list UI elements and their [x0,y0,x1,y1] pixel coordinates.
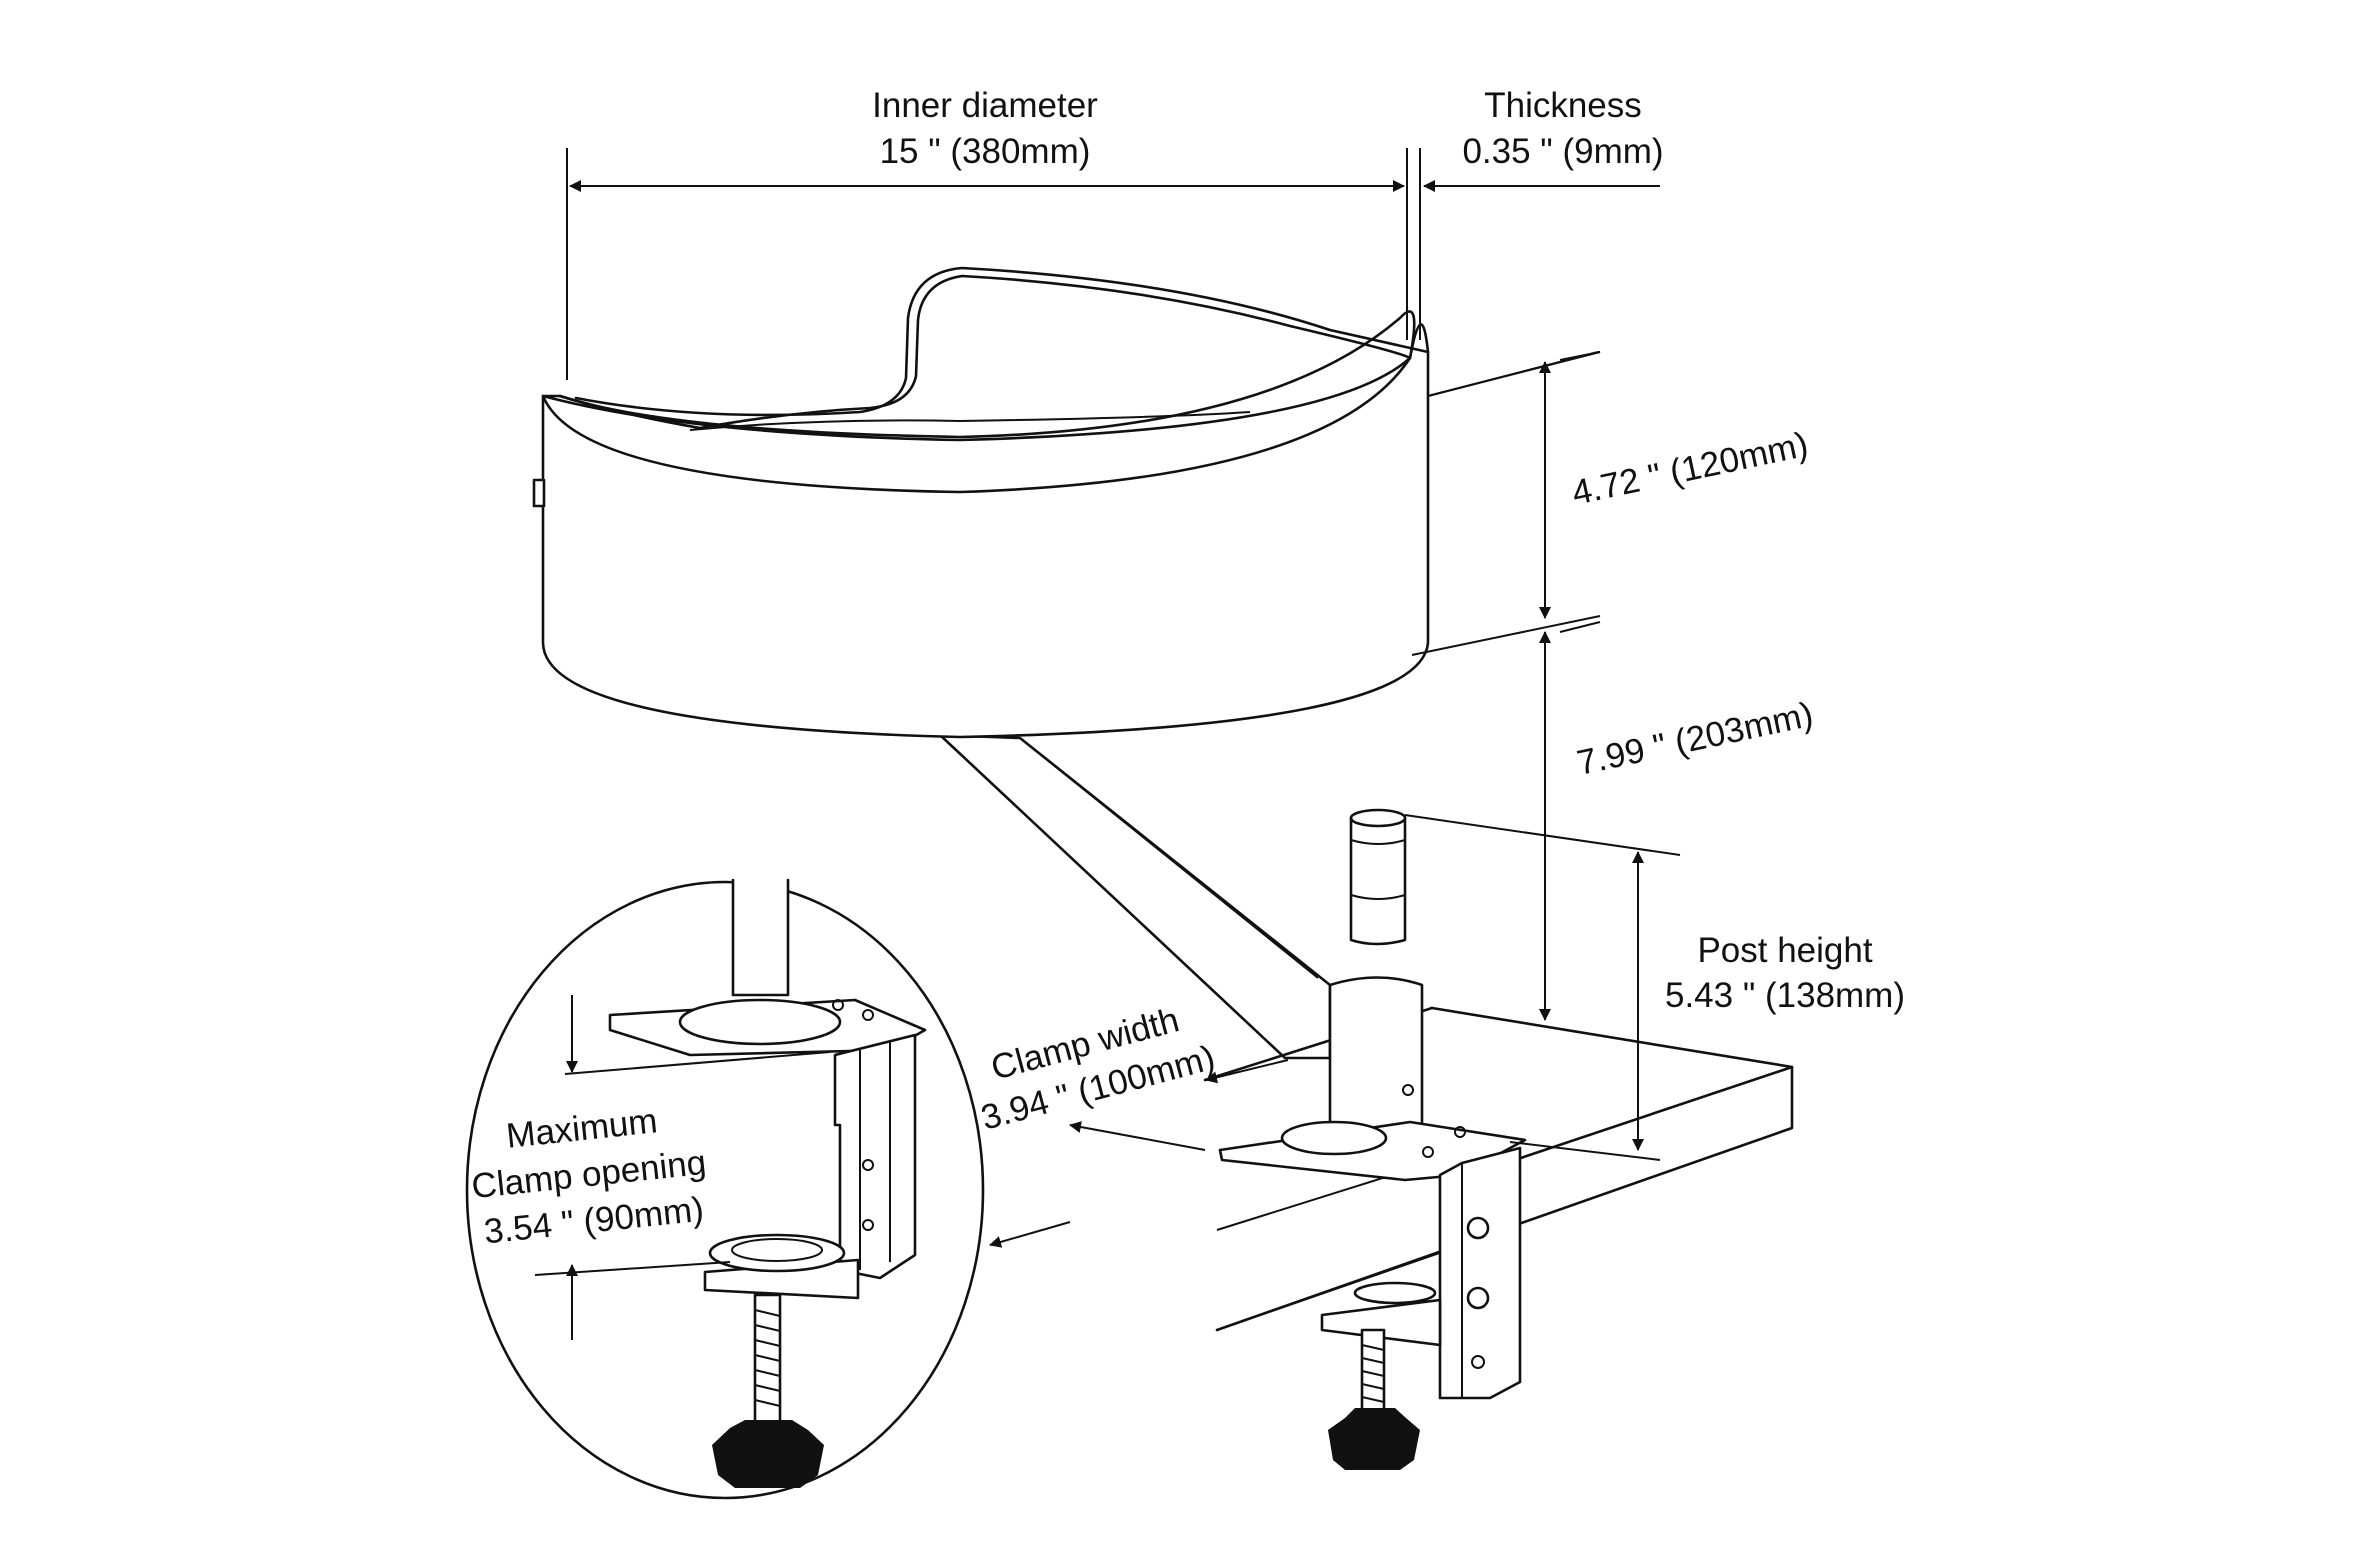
arm-height-value: 7.99 " (203mm) [1574,695,1817,783]
clamp-detail-inset [465,878,985,1500]
tray-height-value: 4.72 " (120mm) [1569,425,1812,513]
round-tray [532,266,1430,739]
inner-diameter-value: 15 " (380mm) [880,132,1091,171]
post-height-title: Post height [1697,931,1872,970]
dimension-lines [534,148,1681,1340]
post-height-value: 5.43 " (138mm) [1665,976,1905,1015]
thickness-title: Thickness [1484,86,1642,125]
clamp-width-arrow-left [1069,1121,1206,1151]
inner-diameter-title: Inner diameter [872,86,1098,125]
thickness-value: 0.35 " (9mm) [1462,132,1663,171]
post-and-clamp [1218,808,1527,1470]
clamp-width-arrow-right [1205,1059,1289,1084]
